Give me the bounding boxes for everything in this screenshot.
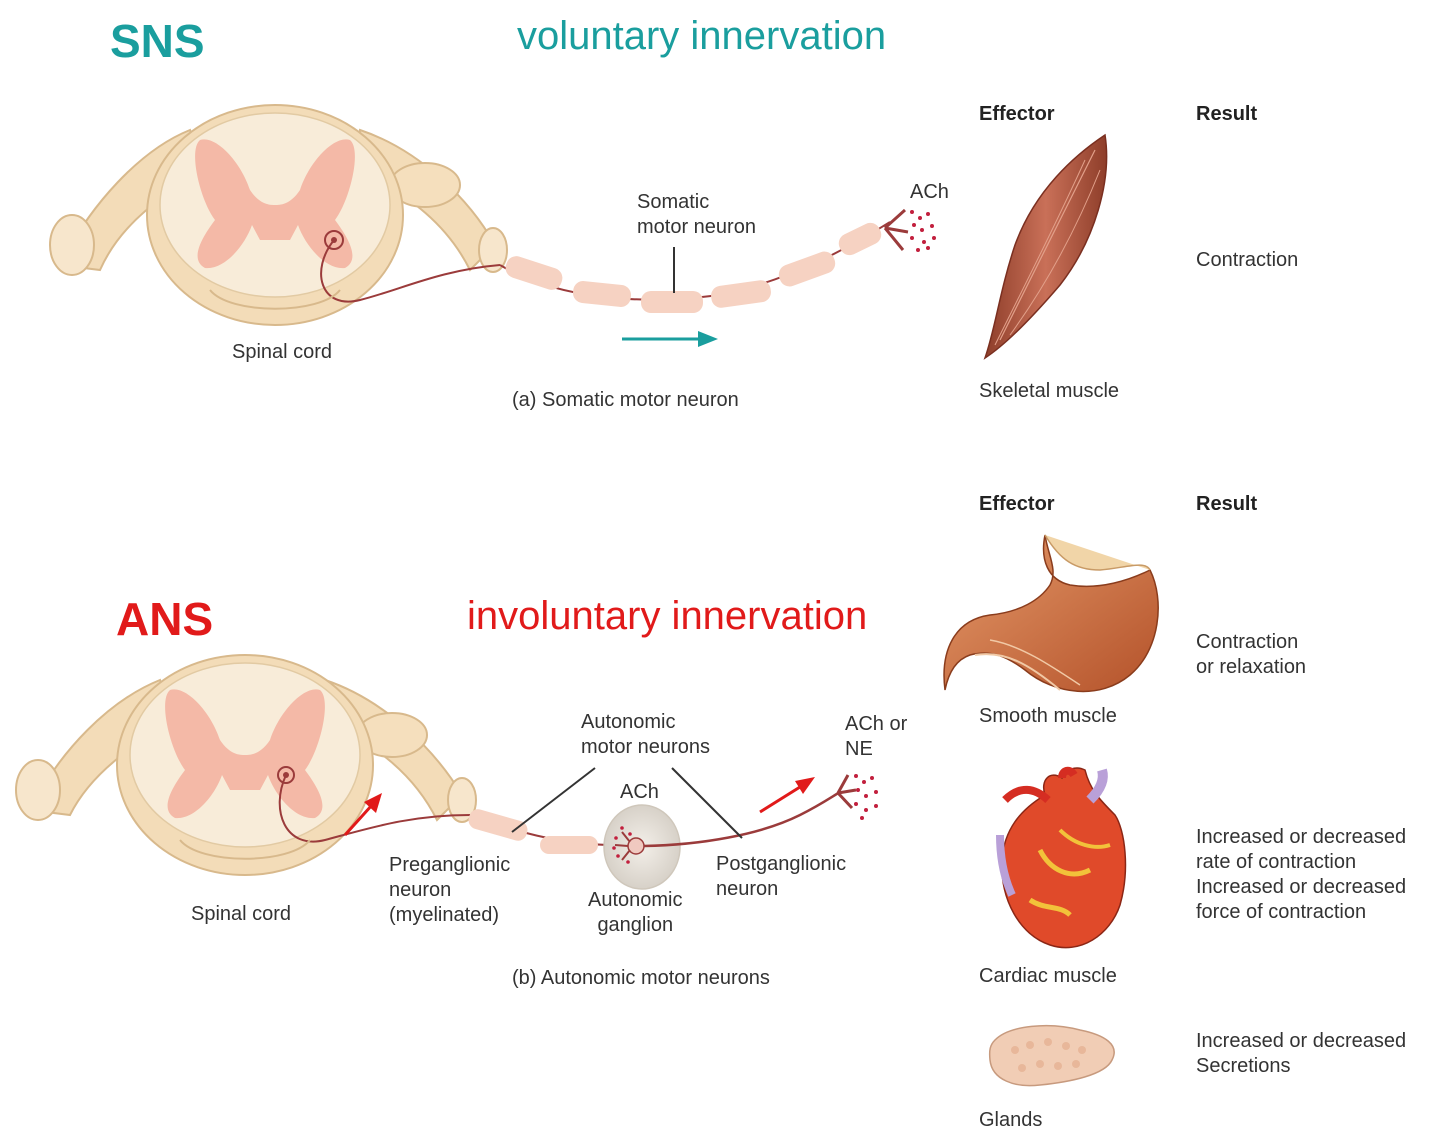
sns-spinal-cord-label: Spinal cord: [232, 341, 333, 363]
ans-result-header: Result: [1196, 493, 1258, 515]
smooth-muscle-label: Smooth muscle: [979, 705, 1117, 727]
glands-label: Glands: [979, 1109, 1043, 1131]
sns-spinal-cord-illustration: [49, 104, 508, 326]
skeletal-muscle-icon: [983, 133, 1108, 360]
ans-spinal-cord-illustration: [15, 654, 477, 876]
sns-somatic-axon: [499, 208, 936, 313]
ans-title: involuntary innervation: [467, 594, 868, 638]
sns-label: SNS: [110, 15, 205, 67]
ans-effector-header: Effector: [979, 493, 1055, 515]
autonomic-motor-neurons-label: Autonomic motor neurons: [581, 711, 710, 758]
somatic-motor-neuron-label: Somatic motor neuron: [637, 191, 756, 238]
stomach-icon: [943, 534, 1159, 693]
postganglionic-neuron-label: Postganglionic neuron: [716, 853, 847, 900]
ans-spinal-cord-label: Spinal cord: [191, 903, 292, 925]
sns-direction-arrow: [622, 331, 718, 347]
ach-or-ne-label: ACh or NE: [845, 713, 908, 760]
glands-result: Increased or decreased Secretions: [1196, 1030, 1407, 1077]
autonomic-ganglion-label: Autonomic ganglion: [588, 889, 683, 936]
cardiac-muscle-result: Increased or decreased rate of contracti…: [1196, 826, 1407, 923]
ans-preganglionic-axon: [468, 809, 616, 854]
autonomic-neurons-leader-lines: [511, 767, 743, 839]
cardiac-muscle-label: Cardiac muscle: [979, 965, 1117, 987]
preganglionic-neuron-label: Preganglionic neuron (myelinated): [389, 854, 511, 926]
sns-ach-label: ACh: [910, 181, 949, 203]
heart-icon: [996, 766, 1127, 949]
smooth-muscle-result: Contraction or relaxation: [1196, 631, 1307, 678]
ans-direction-arrow-right: [759, 777, 815, 814]
gland-icon: [988, 1024, 1115, 1087]
sns-caption: (a) Somatic motor neuron: [512, 389, 739, 411]
sns-title: voluntary innervation: [517, 14, 887, 58]
sns-effector-header: Effector: [979, 103, 1055, 125]
ans-caption: (b) Autonomic motor neurons: [512, 967, 770, 989]
skeletal-muscle-result: Contraction: [1196, 249, 1299, 271]
ganglion-ach-label: ACh: [620, 781, 659, 803]
ans-direction-arrow-left: [343, 793, 382, 837]
ans-label: ANS: [116, 593, 214, 645]
autonomic-ganglion-illustration: [603, 804, 681, 890]
skeletal-muscle-label: Skeletal muscle: [979, 380, 1120, 402]
sns-result-header: Result: [1196, 103, 1258, 125]
ans-postganglionic-axon: [643, 774, 878, 848]
